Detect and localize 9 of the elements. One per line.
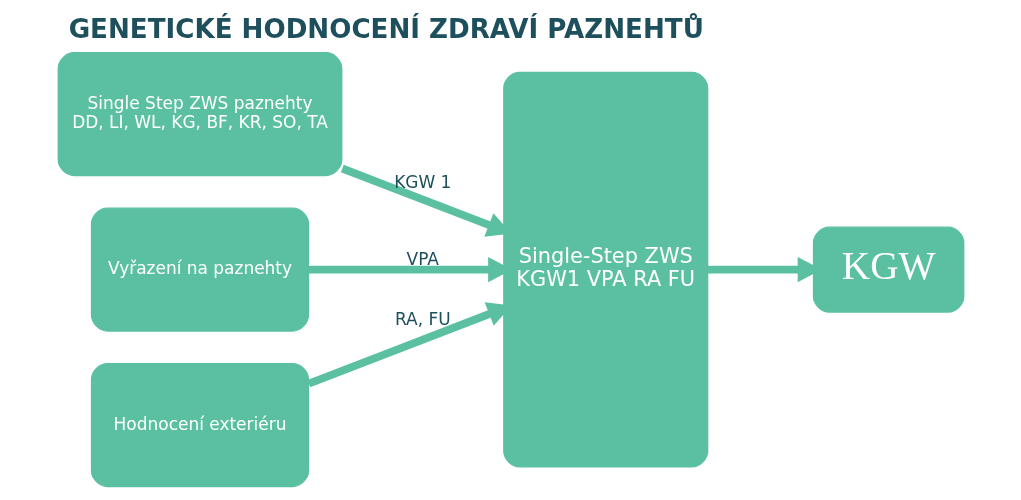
diagram-title: GENETICKÉ HODNOCENÍ ZDRAVÍ PAZNEHTŮ xyxy=(68,14,704,45)
node-box: Single-Step ZWS KGW1 VPA RA FU xyxy=(502,71,708,468)
edge-label: KGW 1 xyxy=(393,171,451,192)
edge-label: RA, FU xyxy=(394,309,451,329)
node-box: Single Step ZWS paznehty DD, LI, WL, KG, BF, KR, SO, TA xyxy=(57,52,342,177)
node-box: KGW xyxy=(812,226,964,313)
node-box: Vyřazení na paznehty xyxy=(90,207,309,332)
node-box: Hodnocení exteriéru xyxy=(90,363,309,488)
edge-label: VPA xyxy=(406,248,439,269)
